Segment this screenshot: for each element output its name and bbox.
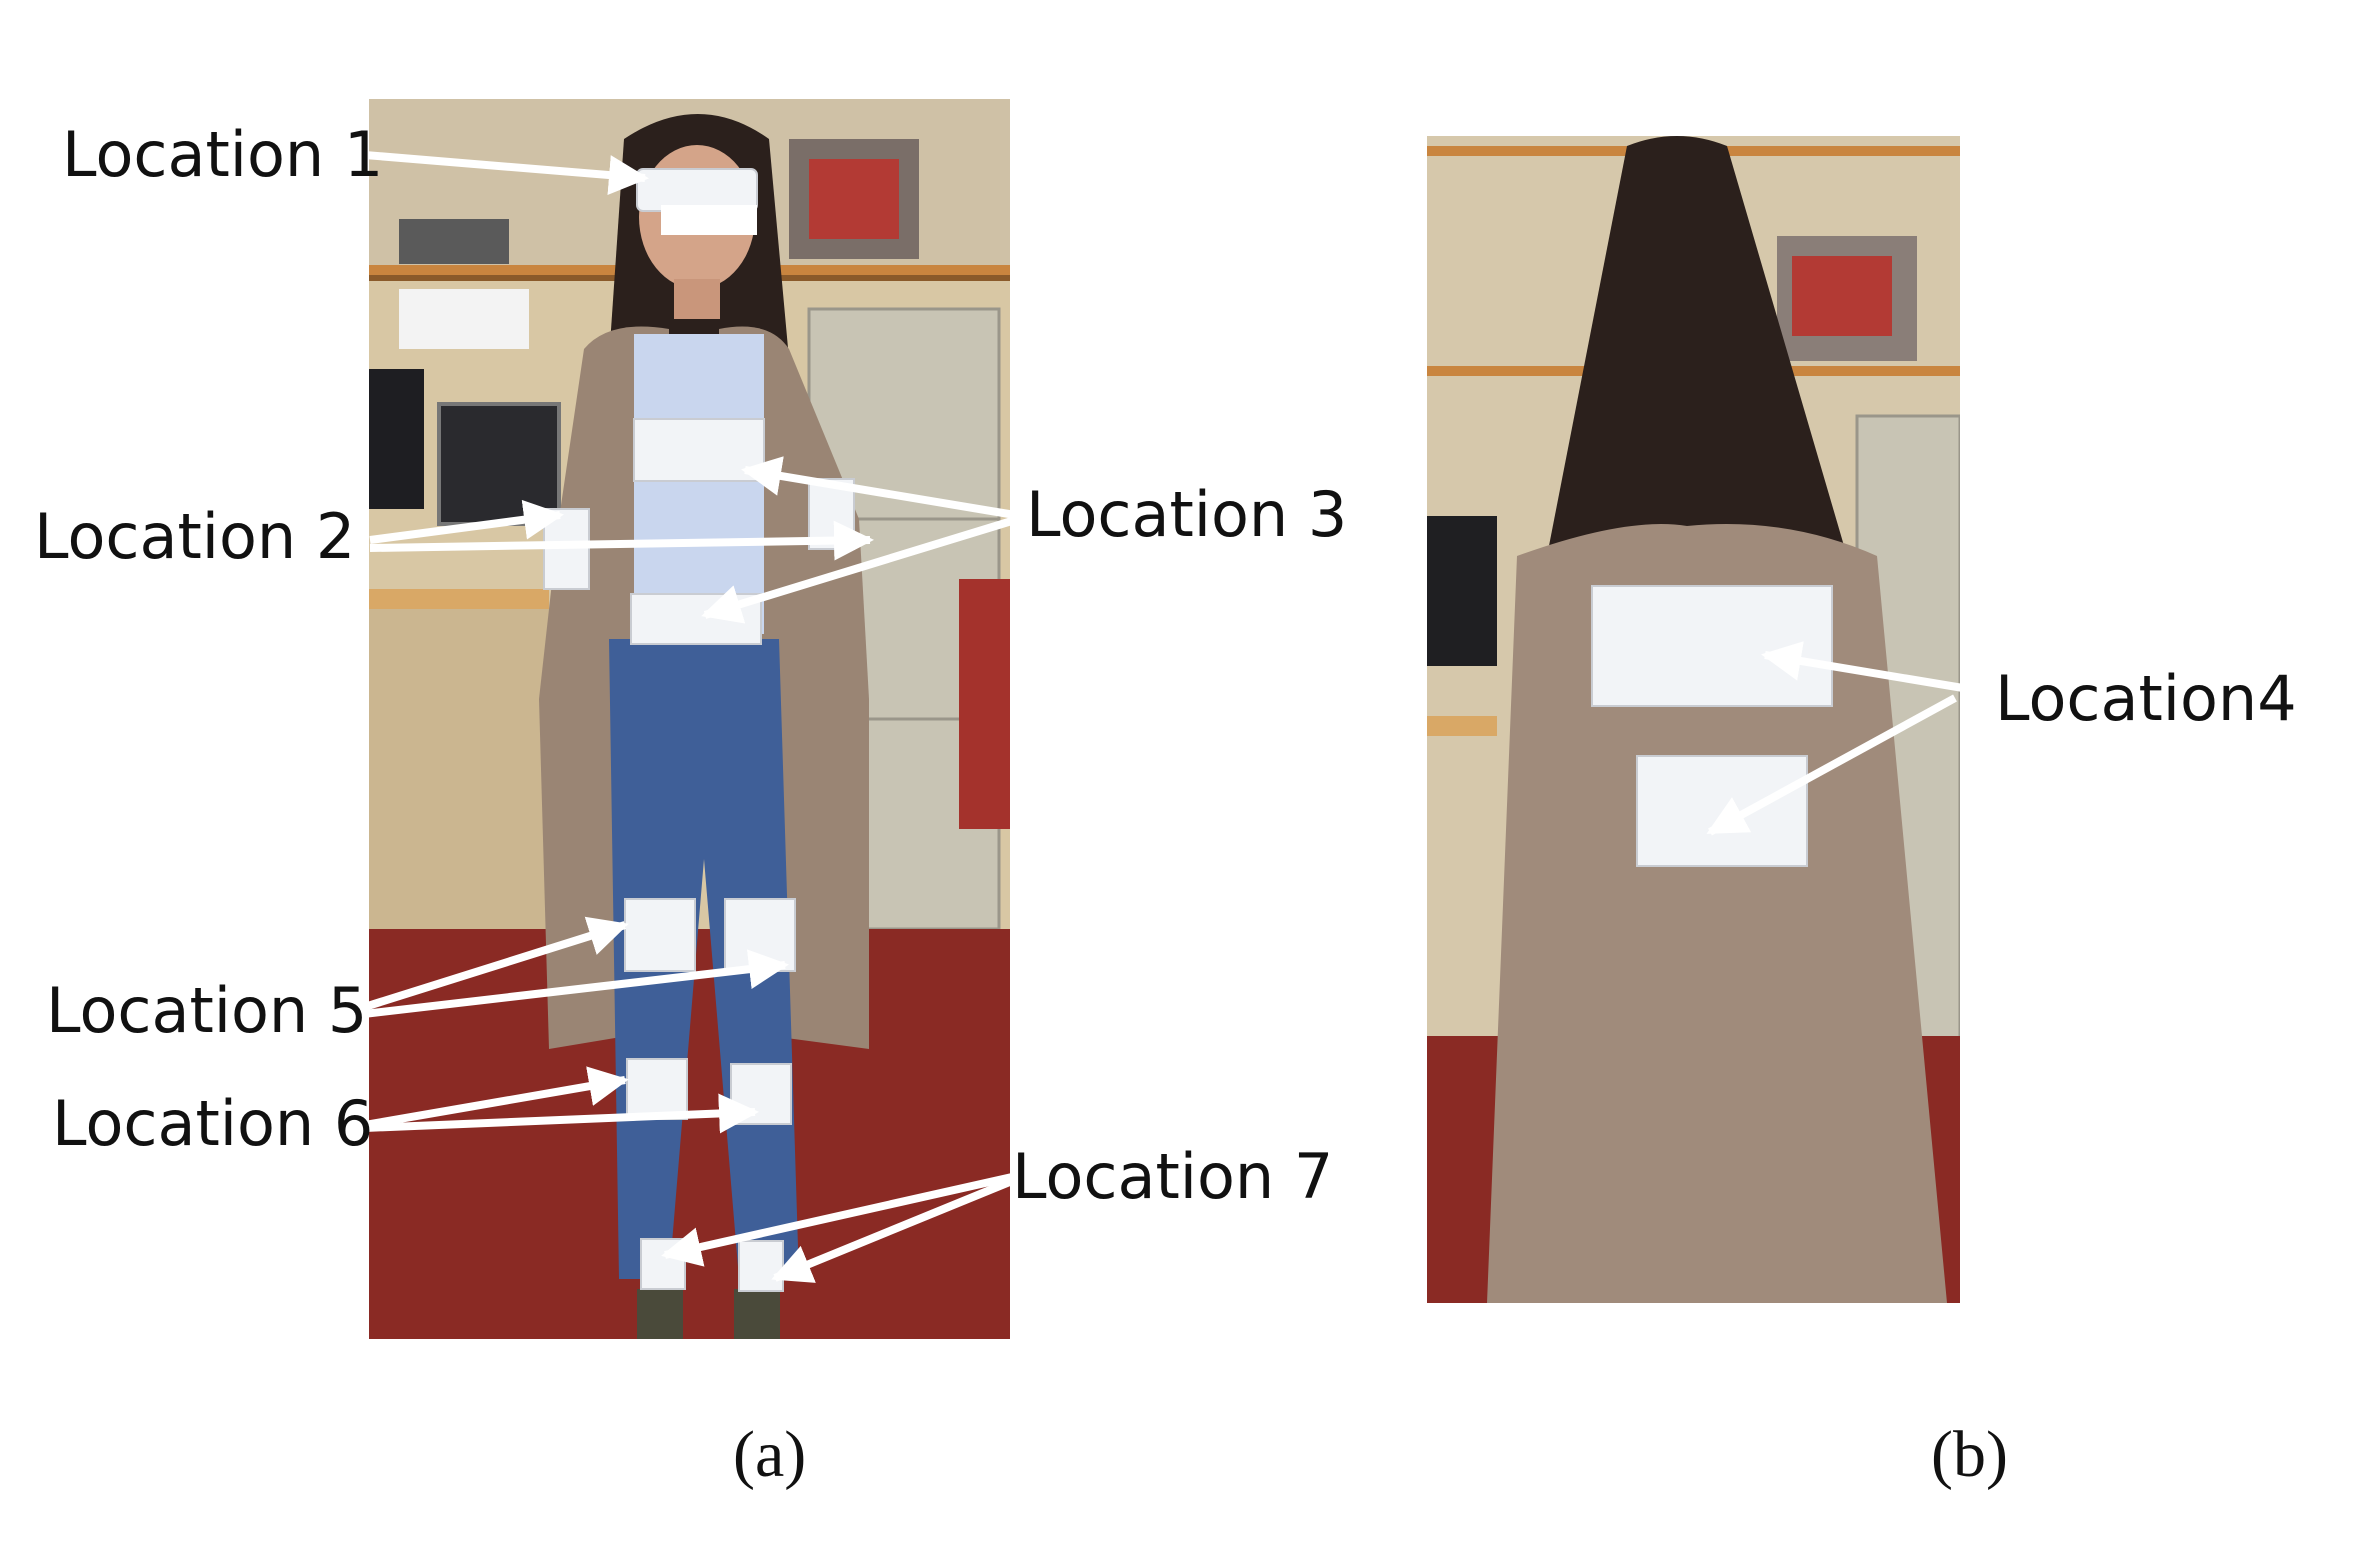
label-location-4: Location4 <box>1995 662 2297 735</box>
arrow-location-6a <box>364 1066 629 1129</box>
arrow-location-2a <box>369 499 564 544</box>
arrow-location-5b <box>354 949 789 1019</box>
arrow-location-3a <box>741 456 1016 519</box>
arrow-location-2b <box>369 520 874 561</box>
label-location-7: Location 7 <box>1012 1140 1334 1213</box>
arrow-location-5a <box>353 916 629 1014</box>
arrow-location-3b <box>701 516 1017 624</box>
caption-panel-a: (a) <box>733 1418 807 1491</box>
label-location-1: Location 1 <box>62 118 384 191</box>
arrow-location-1 <box>364 151 649 195</box>
arrow-location-7b <box>771 1177 1014 1283</box>
label-location-6: Location 6 <box>52 1087 374 1160</box>
arrow-location-4a <box>1761 641 1976 694</box>
label-location-5: Location 5 <box>46 974 368 1047</box>
front-view-photo <box>369 99 1010 1339</box>
caption-panel-b: (b) <box>1931 1418 2008 1491</box>
label-location-3: Location 3 <box>1026 478 1348 551</box>
back-view-photo <box>1427 136 1960 1303</box>
arrow-location-7a <box>661 1173 1013 1267</box>
arrow-location-4b <box>1706 694 1957 836</box>
arrow-location-6b <box>364 1093 759 1134</box>
label-location-2: Location 2 <box>34 500 356 573</box>
